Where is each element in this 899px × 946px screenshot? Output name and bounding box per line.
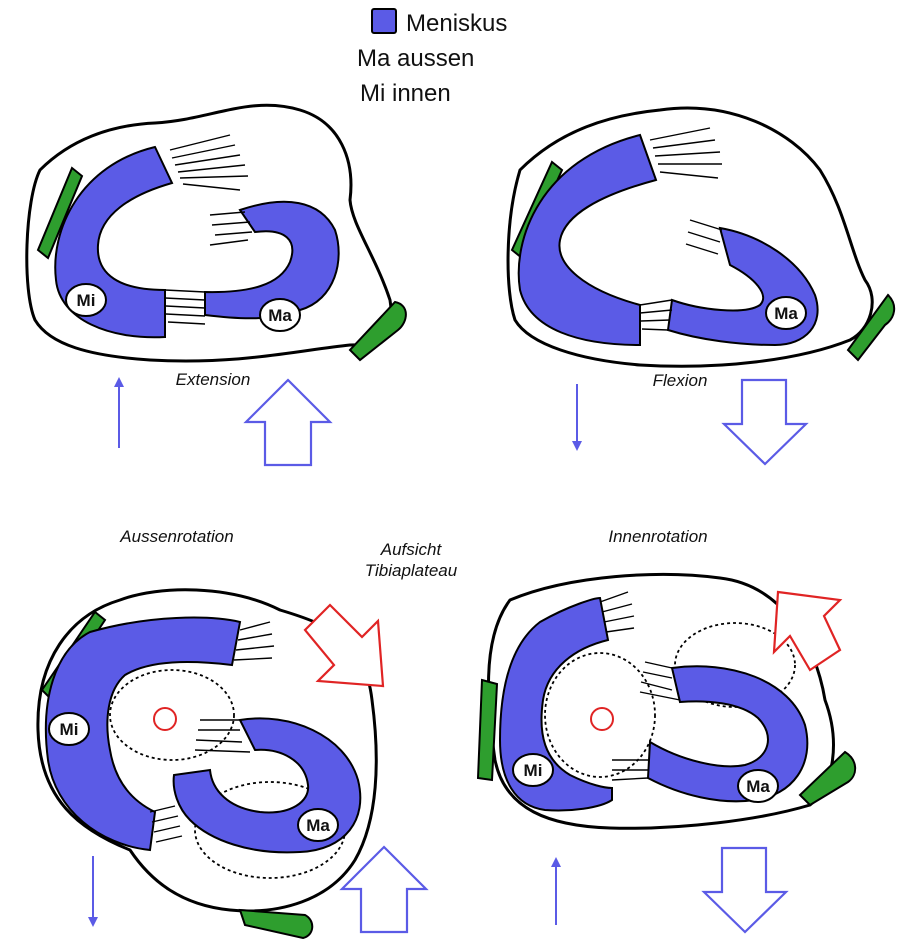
legend-meniscus-swatch <box>372 9 396 33</box>
ligament-green <box>478 680 497 780</box>
caption-extension: Extension <box>176 370 251 389</box>
panel-extension: Mi Ma Extension <box>27 105 406 465</box>
mi-label: Mi <box>77 291 96 310</box>
legend-ma-label: Ma aussen <box>357 45 474 72</box>
big-blue-arrow-down-icon <box>724 380 806 464</box>
legend: Meniskus Ma aussen Mi innen <box>357 9 507 107</box>
caption-tibiaplateau: Tibiaplateau <box>365 561 458 580</box>
ma-label: Ma <box>746 777 770 796</box>
ma-label: Ma <box>774 304 798 323</box>
ma-label: Ma <box>268 306 292 325</box>
mi-label: Mi <box>60 720 79 739</box>
big-blue-arrow-up-icon <box>246 380 330 465</box>
legend-mi-label: Mi innen <box>360 80 451 107</box>
ligament-green <box>240 910 312 938</box>
tibial-plateau <box>545 653 655 777</box>
caption-aufsicht: Aufsicht <box>380 540 443 559</box>
caption-innenrotation: Innenrotation <box>608 527 707 546</box>
panel-aussenrotation: Mi Ma <box>38 590 426 938</box>
tibial-plateau <box>110 670 234 760</box>
ma-label: Ma <box>306 816 330 835</box>
panel-flexion: Ma Flexion <box>508 108 894 464</box>
caption-flexion: Flexion <box>653 371 708 390</box>
panel-innenrotation: Mi Ma <box>478 574 855 932</box>
caption-aussenrotation: Aussenrotation <box>119 527 233 546</box>
legend-meniskus-label: Meniskus <box>406 10 507 37</box>
big-blue-arrow-down-icon <box>704 848 786 932</box>
mi-label: Mi <box>524 761 543 780</box>
